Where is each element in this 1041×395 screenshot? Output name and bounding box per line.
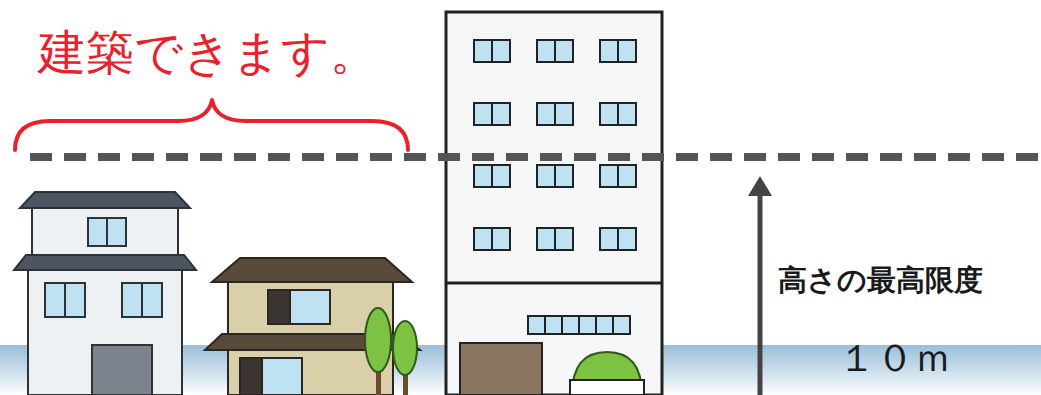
window-dividers-part xyxy=(491,40,493,62)
wide-window-dividers-part xyxy=(578,316,580,334)
house-gray-part xyxy=(141,283,143,317)
height-arrow-part xyxy=(748,176,772,196)
window-dividers-part xyxy=(491,165,493,187)
height-limit-line xyxy=(30,153,1041,161)
house-gray-part xyxy=(28,270,182,395)
windows-part xyxy=(600,40,636,62)
house-beige-part xyxy=(262,358,302,395)
trees-part xyxy=(393,321,417,375)
window-dividers-part xyxy=(617,40,619,62)
house-gray xyxy=(14,192,196,395)
window-dividers-part xyxy=(554,40,556,62)
windows-part xyxy=(600,103,636,125)
trees-part xyxy=(365,308,391,372)
apartment-building-part xyxy=(446,12,662,395)
house-gray-part xyxy=(14,255,196,270)
windows-part xyxy=(600,228,636,250)
house-gray-part xyxy=(45,283,85,317)
apartment-building xyxy=(446,12,662,395)
height-value: １０ｍ xyxy=(838,338,952,380)
buildable-note: 建築できます。 xyxy=(38,26,378,79)
window-dividers-part xyxy=(617,103,619,125)
apartment-building-part xyxy=(460,343,542,395)
house-gray-part xyxy=(106,218,108,246)
window-dividers-part xyxy=(554,103,556,125)
wide-window-dividers-part xyxy=(544,316,546,334)
windows-part xyxy=(474,103,510,125)
wide-window-dividers-part xyxy=(612,316,614,334)
windows-part xyxy=(474,165,510,187)
curly-brace xyxy=(15,100,408,150)
windows-part xyxy=(537,103,573,125)
windows-part xyxy=(537,228,573,250)
house-gray-part xyxy=(122,283,162,317)
window-dividers-part xyxy=(491,103,493,125)
height-arrow xyxy=(748,176,772,395)
height-arrow-part xyxy=(758,192,763,395)
window-dividers-part xyxy=(617,165,619,187)
house-beige-part xyxy=(240,358,262,395)
apartment-building-part xyxy=(528,316,630,334)
trees xyxy=(365,308,417,395)
window-dividers xyxy=(492,40,618,250)
house-beige-part xyxy=(290,290,330,324)
window-dividers-part xyxy=(554,165,556,187)
windows-part xyxy=(537,40,573,62)
windows-part xyxy=(474,40,510,62)
windows-part xyxy=(474,228,510,250)
house-gray-part xyxy=(88,218,126,246)
window-dividers-part xyxy=(491,228,493,250)
window-dividers-part xyxy=(554,228,556,250)
windows-part xyxy=(537,165,573,187)
wide-window-dividers-part xyxy=(561,316,563,334)
house-gray-part xyxy=(92,345,152,395)
house-gray-part xyxy=(32,208,178,258)
house-beige xyxy=(205,258,420,395)
windows xyxy=(474,40,636,250)
height-limit-label: 高さの最高限度 xyxy=(778,265,983,297)
house-beige-part xyxy=(212,258,412,282)
wide-window-dividers xyxy=(545,316,613,334)
house-gray-part xyxy=(64,283,66,317)
windows-part xyxy=(600,165,636,187)
house-gray-part xyxy=(20,192,190,208)
wide-window-dividers-part xyxy=(595,316,597,334)
apartment-building-part xyxy=(446,282,662,285)
window-dividers-part xyxy=(617,228,619,250)
house-beige-part xyxy=(268,290,290,324)
apartment-building-part xyxy=(570,380,644,395)
